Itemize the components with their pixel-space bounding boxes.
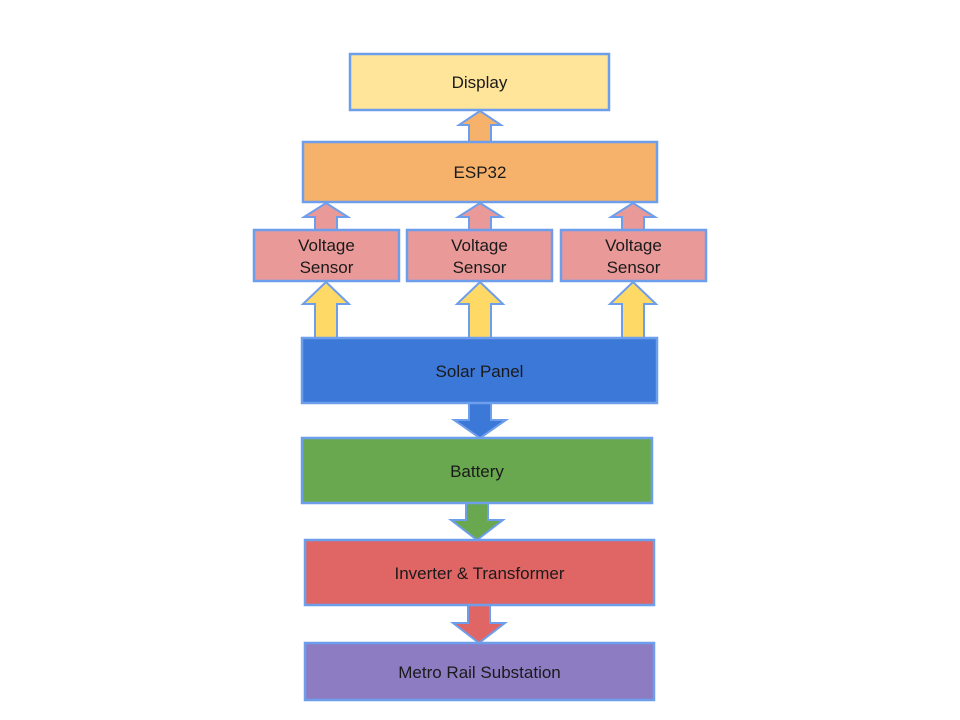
- metro-rail-substation-box: [303, 641, 656, 702]
- esp32-box: [301, 140, 659, 204]
- arrow-inverter-to-substation: [450, 603, 508, 645]
- arrow-esp32-to-display: [455, 109, 505, 144]
- inverter-transformer-box: [303, 538, 656, 607]
- arrow-solar-to-battery: [450, 401, 510, 440]
- node-battery: Battery: [300, 436, 654, 505]
- arrow-battery-to-inverter: [448, 501, 506, 542]
- arrow-sensor-left-to-esp32: [300, 201, 352, 232]
- voltage-sensor-center-label-line1: Voltage: [451, 236, 508, 255]
- voltage-sensor-right-label-line1: Voltage: [605, 236, 662, 255]
- voltage-sensor-left-box: [252, 228, 401, 283]
- arrow-sensor-center-to-esp32: [454, 201, 506, 232]
- voltage-sensor-right-box: [559, 228, 708, 283]
- arrow-solar-to-sensor-center: [454, 280, 506, 340]
- arrow-solar-to-sensor-right: [607, 280, 659, 340]
- node-voltage-sensor-right: Voltage Sensor: [559, 228, 708, 283]
- voltage-sensor-center-box: [405, 228, 554, 283]
- node-metro-rail-substation: Metro Rail Substation: [303, 641, 656, 702]
- node-voltage-sensor-left: Voltage Sensor: [252, 228, 401, 283]
- arrow-sensor-right-to-esp32: [607, 201, 659, 232]
- node-inverter-transformer: Inverter & Transformer: [303, 538, 656, 607]
- node-voltage-sensor-center: Voltage Sensor: [405, 228, 554, 283]
- solar-panel-box: [300, 336, 659, 405]
- arrows-layer: [300, 109, 659, 645]
- battery-box: [300, 436, 654, 505]
- voltage-sensor-left-label-line1: Voltage: [298, 236, 355, 255]
- esp32-label: ESP32: [454, 163, 507, 182]
- node-display: Display: [348, 52, 611, 112]
- voltage-sensor-right-label-line2: Sensor: [607, 258, 661, 277]
- voltage-sensor-left-label-line2: Sensor: [300, 258, 354, 277]
- voltage-sensor-center-label-line2: Sensor: [453, 258, 507, 277]
- solar-panel-label: Solar Panel: [436, 362, 524, 381]
- arrow-solar-to-sensor-left: [300, 280, 352, 340]
- metro-rail-substation-label: Metro Rail Substation: [398, 663, 561, 682]
- node-solar-panel: Solar Panel: [300, 336, 659, 405]
- display-label: Display: [452, 73, 508, 92]
- display-box: [348, 52, 611, 112]
- battery-label: Battery: [450, 462, 504, 481]
- node-esp32: ESP32: [301, 140, 659, 204]
- inverter-transformer-label: Inverter & Transformer: [394, 564, 564, 583]
